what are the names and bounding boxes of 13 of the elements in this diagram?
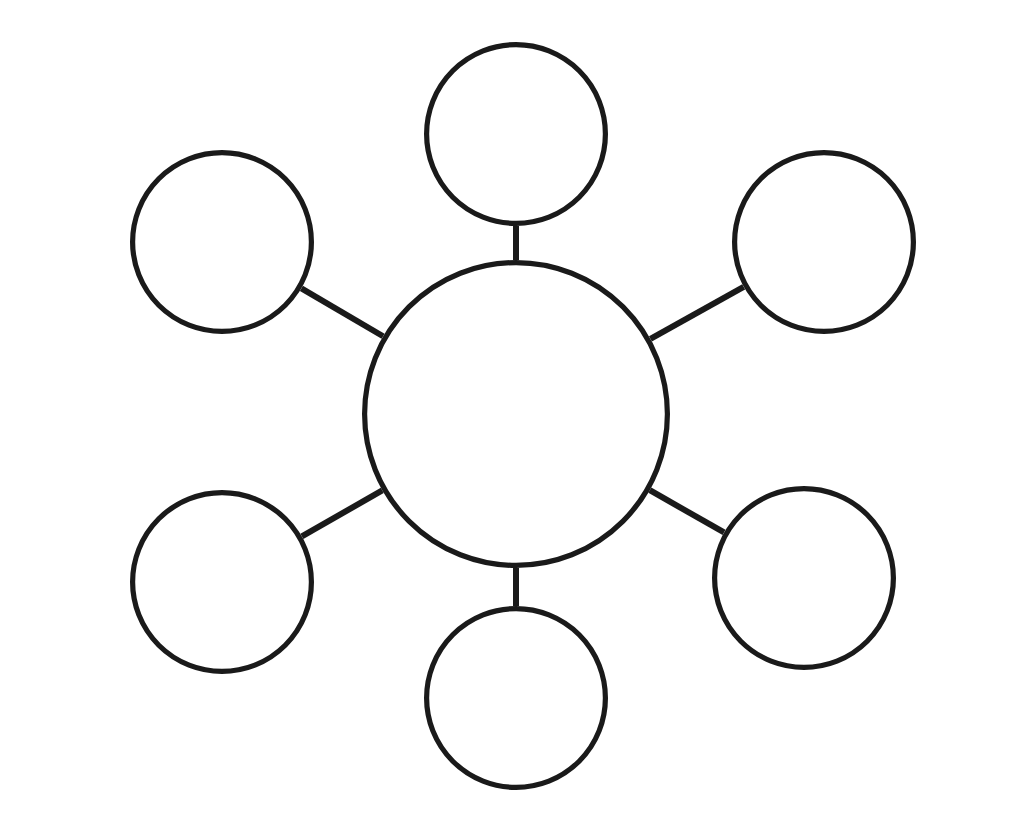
connector-line bbox=[299, 285, 385, 339]
connector-line bbox=[513, 568, 519, 606]
empty-circle bbox=[732, 150, 916, 334]
connector-line bbox=[513, 226, 519, 260]
empty-circle bbox=[712, 486, 896, 670]
empty-circle bbox=[130, 150, 314, 334]
empty-circle bbox=[424, 606, 608, 790]
connector-line bbox=[649, 284, 746, 342]
empty-circle bbox=[424, 42, 608, 226]
empty-circle bbox=[130, 490, 314, 674]
connector-line bbox=[648, 487, 726, 536]
connector-line bbox=[300, 487, 384, 539]
empty-circle bbox=[362, 260, 670, 568]
